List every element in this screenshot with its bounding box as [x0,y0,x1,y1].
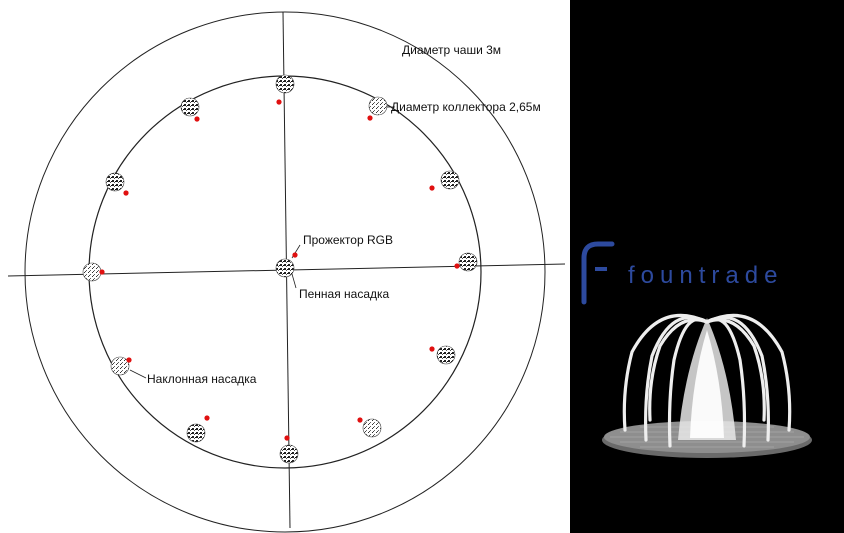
projector-dot-icon [284,435,290,441]
projector-dot-icon [429,185,435,191]
projector-dot-icon [123,190,129,196]
product-photo-panel: fountrade [570,0,844,533]
collector-diameter-label: Диаметр коллектора 2,65м [391,100,541,114]
nozzle-icon [180,97,200,117]
nozzle-icon [105,172,125,192]
nozzle-icon [110,356,130,376]
projector-dot-icon [454,263,460,269]
nozzle-icon [362,418,382,438]
fountain-render-image [602,313,812,458]
bowl-diameter-label: Диаметр чаши 3м [402,43,502,57]
nozzle-icon [458,252,478,272]
projector-label: Прожектор RGB [303,233,393,247]
projector-dot-icon [429,346,435,352]
projector-dot-icon [99,269,105,275]
nozzle-icon [440,170,460,190]
diagram-canvas [7,11,566,533]
fountrade-logo-icon [581,241,615,305]
inclined-nozzle-label: Наклонная насадка [147,372,257,386]
bowl-circle [24,11,546,533]
projector-dot-icon [126,357,132,363]
nozzle-icon [82,262,102,282]
nozzle-icon [275,74,295,94]
leader-line-inclined [129,369,147,379]
projector-dot-icon [357,417,363,423]
projector-dot-icon [204,415,210,421]
brand-name: fountrade [628,262,784,289]
foam-nozzle-icon [275,258,295,278]
projector-dot-icon [367,115,373,121]
projector-dot-icon [292,252,298,258]
foam-nozzle-label: Пенная насадка [299,287,390,301]
photo-canvas [581,241,812,458]
nozzle-icon [279,444,299,464]
fountain-layout-diagram: Диаметр чаши 3м Диаметр коллектора 2,65м… [7,11,566,533]
leader-line-foam [291,273,297,289]
projector-dot-icon [276,99,282,105]
projector-dot-icon [194,116,200,122]
nozzle-icon [186,423,206,443]
nozzle-icon [368,96,388,116]
nozzle-icon [436,345,456,365]
